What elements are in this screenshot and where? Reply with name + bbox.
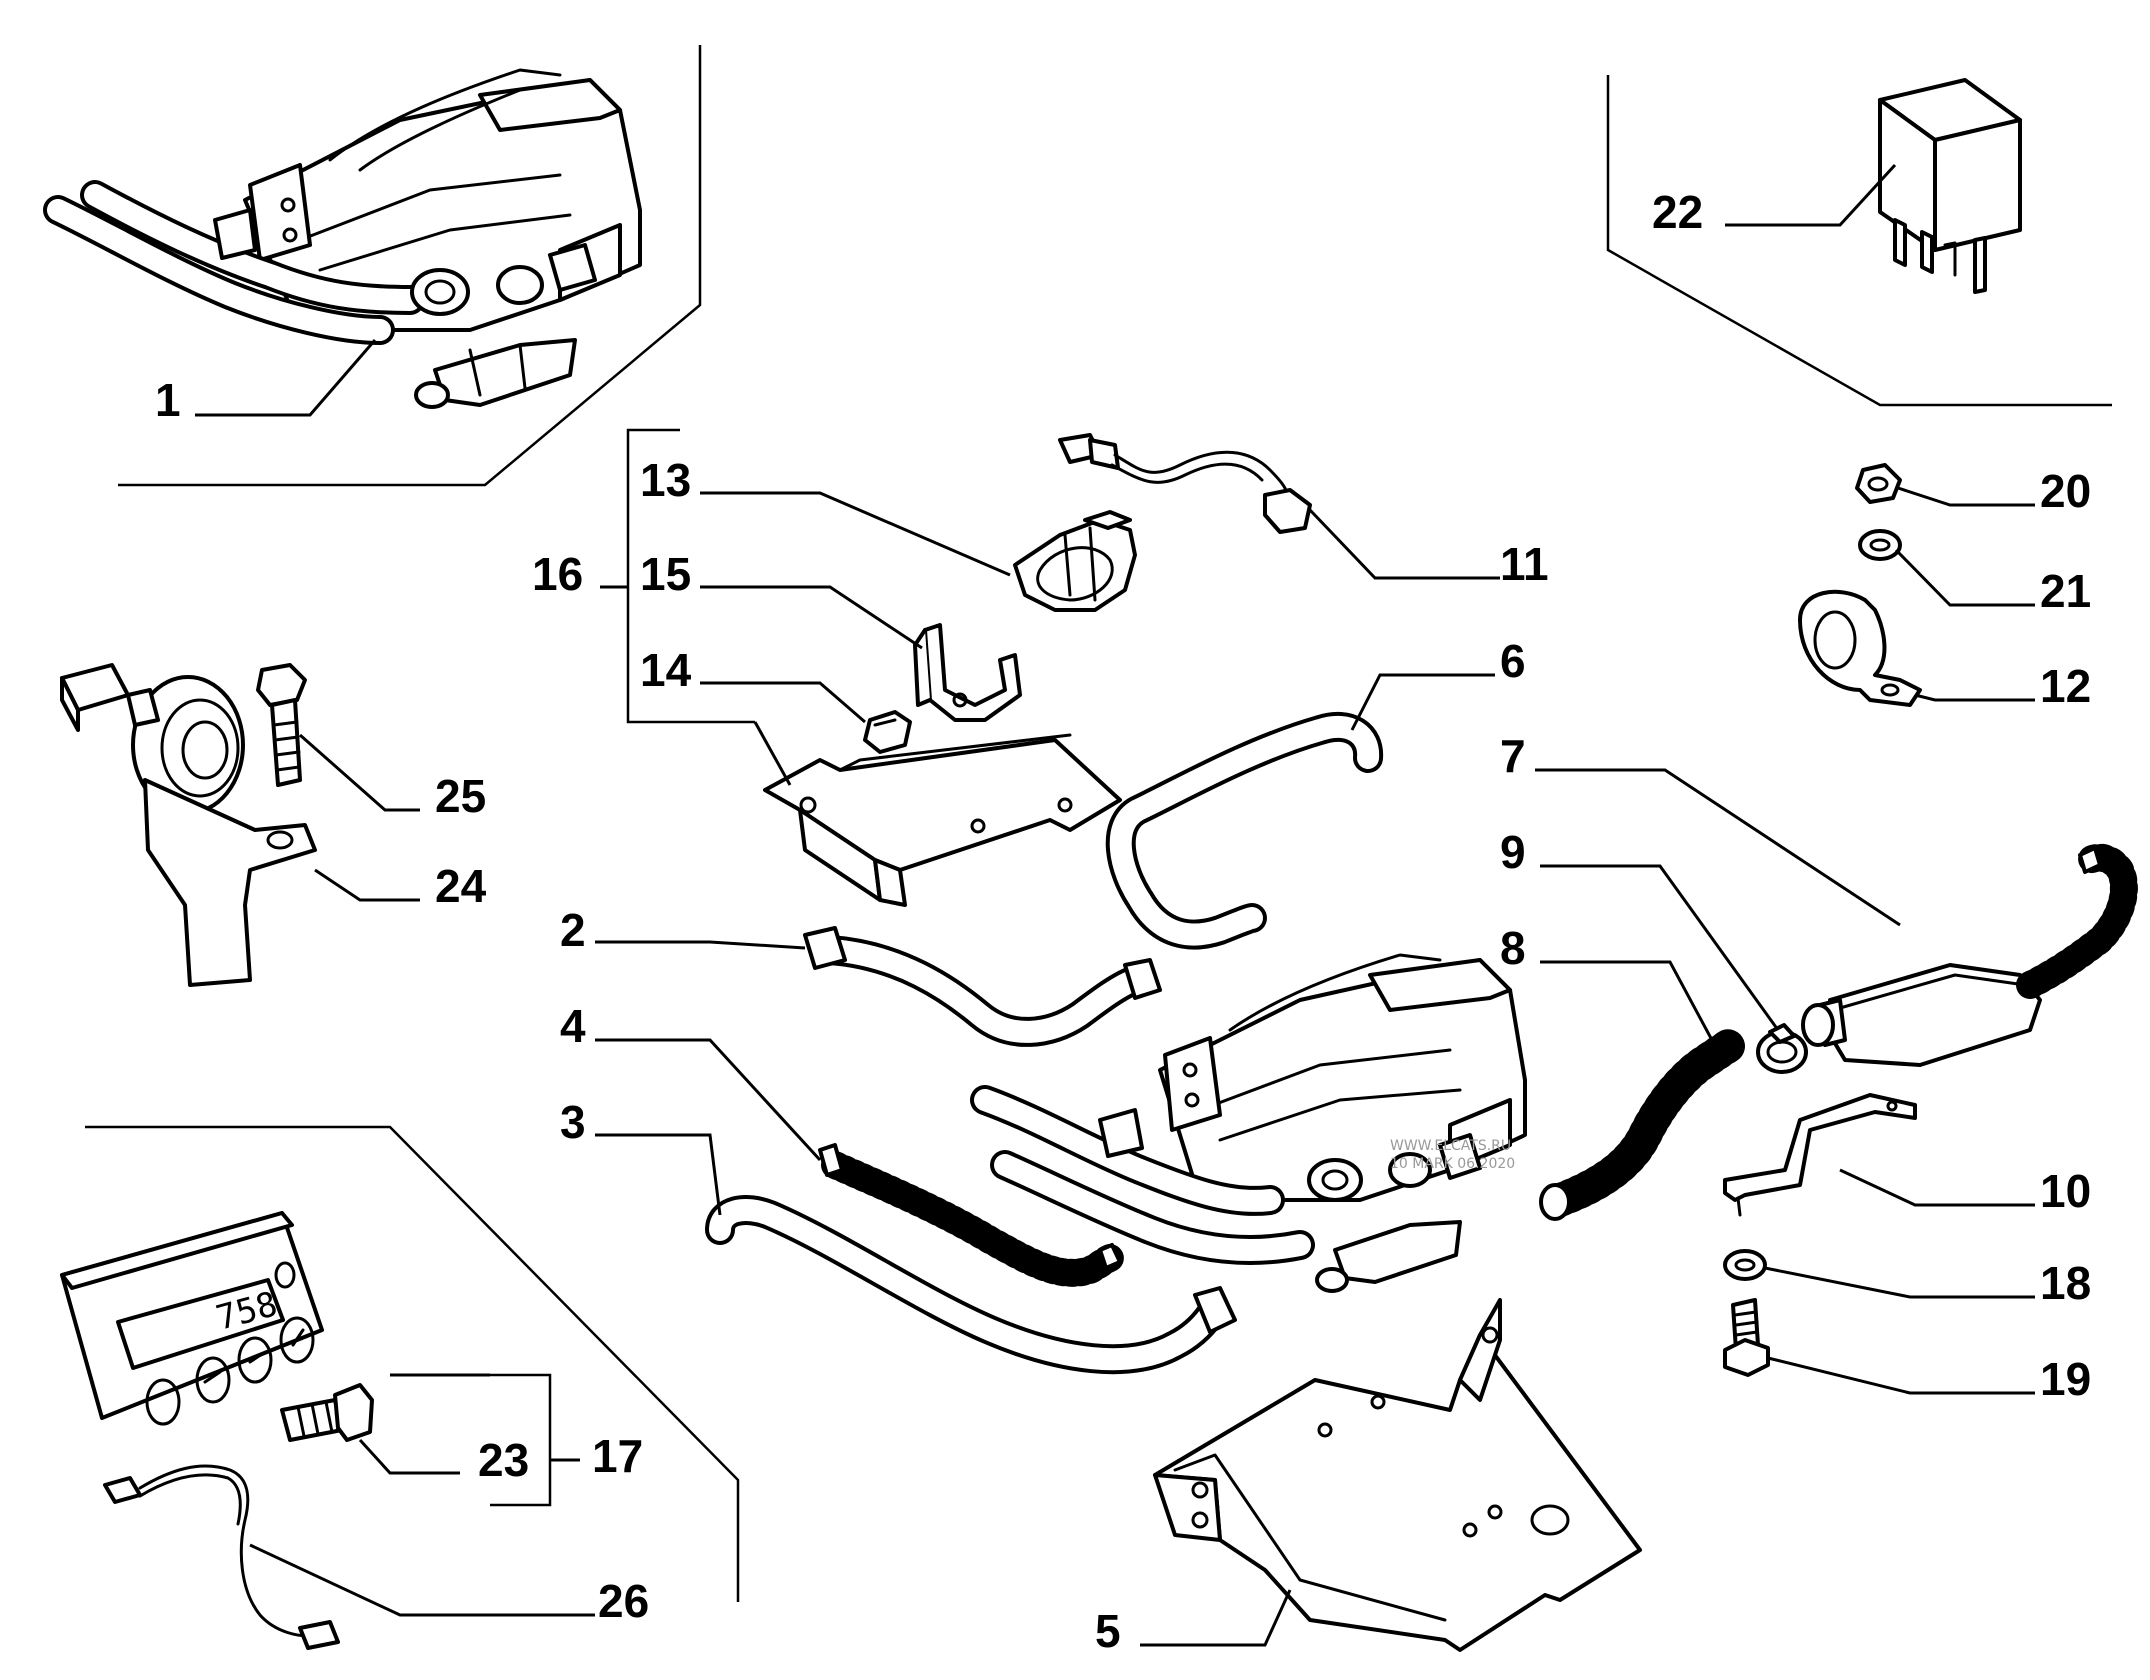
relay-22 xyxy=(1878,78,2022,294)
callout-23: 23 xyxy=(478,1434,529,1486)
callout-19: 19 xyxy=(2040,1353,2091,1405)
heater-assembly-1 xyxy=(43,68,642,409)
hose-6 xyxy=(1105,711,1384,950)
callout-8: 8 xyxy=(1500,922,1526,974)
callout-15: 15 xyxy=(640,548,691,600)
callout-16: 16 xyxy=(532,548,583,600)
group-leader-lines xyxy=(195,163,2035,1647)
leader-2 xyxy=(595,940,806,950)
leader-14 xyxy=(700,681,866,724)
mounting-plate-5 xyxy=(1153,1298,1642,1652)
watermark-line-2: 10 MARK 06.2020 xyxy=(1390,1156,1515,1172)
callout-9: 9 xyxy=(1500,826,1526,878)
leader-24 xyxy=(314,868,420,902)
ribbed-hose-8 xyxy=(1539,1028,1747,1221)
callout-1: 1 xyxy=(155,374,181,426)
bracket-16 xyxy=(763,733,1122,907)
leader-12 xyxy=(1914,693,2035,702)
leader-20 xyxy=(1897,486,2035,507)
metering-pump-24 xyxy=(60,663,317,987)
leader-11 xyxy=(1308,508,1500,580)
leader-13 xyxy=(700,491,1011,577)
callout-4: 4 xyxy=(560,1000,586,1052)
clamp-13 xyxy=(1013,510,1137,612)
hose-clamp-9 xyxy=(1756,1023,1808,1074)
timer-17: 758 xyxy=(60,1211,324,1426)
leader-5 xyxy=(1140,1589,1292,1647)
washer-18 xyxy=(1723,1249,1767,1281)
callout-20: 20 xyxy=(2040,465,2091,517)
wire-harness-11 xyxy=(1058,433,1312,534)
leader-18 xyxy=(1764,1266,2035,1299)
callout-14: 14 xyxy=(640,644,692,696)
leader-9 xyxy=(1540,864,1780,1031)
leader-4 xyxy=(595,1038,822,1162)
leader-3 xyxy=(595,1133,722,1216)
grommet-14 xyxy=(863,710,912,754)
hose-2 xyxy=(803,926,1162,1047)
leader-16b xyxy=(753,721,792,786)
callout-10: 10 xyxy=(2040,1165,2091,1217)
callout-26: 26 xyxy=(598,1575,649,1627)
leader-15 xyxy=(700,585,923,650)
callout-11: 11 xyxy=(1500,538,1549,590)
leader-23 xyxy=(358,1438,460,1475)
screw-23 xyxy=(280,1383,374,1442)
washer-21 xyxy=(1858,529,1902,561)
hose-3 xyxy=(705,1195,1237,1375)
leader-22 xyxy=(1725,163,1897,227)
leader-21 xyxy=(1894,548,2035,607)
bolt-25 xyxy=(256,663,307,787)
leader-7 xyxy=(1535,768,1901,927)
heater-assembly-center: WWW.ELCATS.RU 10 MARK 06.2020 xyxy=(970,953,1527,1293)
callout-17: 17 xyxy=(592,1430,643,1482)
bolt-19 xyxy=(1723,1298,1770,1377)
wire-26 xyxy=(103,1464,340,1650)
leader-25 xyxy=(299,733,420,812)
ribbed-tube-4 xyxy=(818,1143,1124,1287)
callout-18: 18 xyxy=(2040,1257,2091,1309)
exhaust-silencer-7 xyxy=(1801,843,2138,1067)
watermark-line-1: WWW.ELCATS.RU xyxy=(1390,1138,1511,1154)
callout-3: 3 xyxy=(560,1096,586,1148)
leader-19 xyxy=(1767,1356,2035,1395)
callout-6: 6 xyxy=(1500,635,1526,687)
bracket-10 xyxy=(1723,1093,1917,1217)
callout-12: 12 xyxy=(2040,660,2091,712)
callout-5: 5 xyxy=(1095,1605,1121,1657)
callout-22: 22 xyxy=(1652,186,1703,238)
leader-8 xyxy=(1540,960,1722,1056)
leader-26 xyxy=(249,1543,595,1617)
leader-6 xyxy=(1350,673,1495,731)
callout-25: 25 xyxy=(435,770,486,822)
leader-1 xyxy=(195,339,377,417)
p-clamp-12 xyxy=(1798,589,1922,707)
callout-13: 13 xyxy=(640,454,691,506)
callout-7: 7 xyxy=(1500,730,1526,782)
callout-24: 24 xyxy=(435,860,487,912)
leader-10 xyxy=(1839,1168,2035,1207)
group-frame-lines xyxy=(85,45,2112,1602)
callout-2: 2 xyxy=(560,904,586,956)
nut-20 xyxy=(1855,463,1902,504)
callout-21: 21 xyxy=(2040,565,2091,617)
clip-15 xyxy=(913,623,1022,722)
group-callouts: 1 2 3 4 5 6 7 8 9 10 11 12 13 14 15 16 1… xyxy=(155,186,2091,1657)
